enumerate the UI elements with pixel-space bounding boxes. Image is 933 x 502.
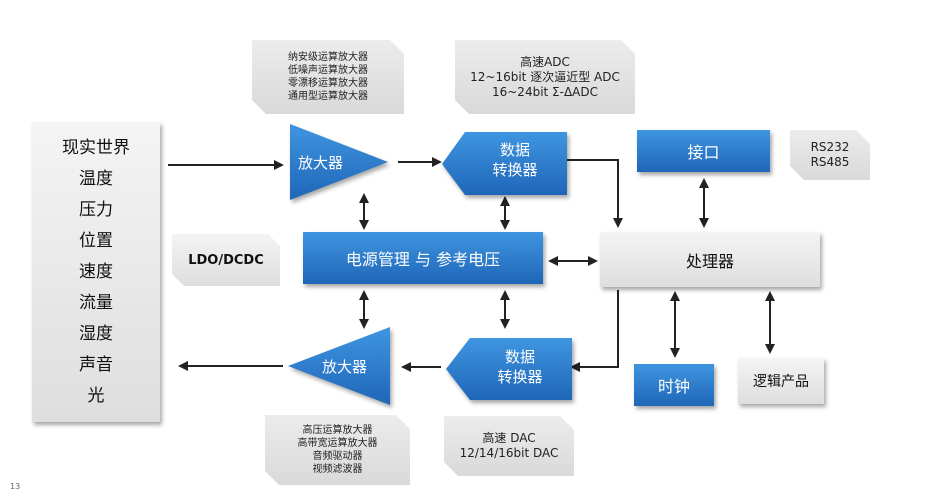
note-line: 高速 DAC bbox=[482, 431, 536, 445]
amp-bottom-note: 高压运算放大器 高带宽运算放大器 音频驱动器 视频滤波器 bbox=[265, 415, 410, 485]
dac-label-line2: 转换器 bbox=[497, 368, 543, 386]
processor-box: 处理器 bbox=[600, 232, 820, 287]
adc-label-line1: 数据 bbox=[499, 141, 530, 159]
note-line: 16~24bit Σ-ΔADC bbox=[491, 84, 598, 99]
dac-note: 高速 DAC 12/14/16bit DAC bbox=[444, 416, 574, 476]
power-management-box: 电源管理 与 参考电压 bbox=[303, 232, 543, 284]
note-line: RS485 bbox=[810, 155, 850, 169]
note-line: 视频滤波器 bbox=[312, 464, 363, 475]
adc-shape bbox=[442, 132, 567, 195]
amp-bottom-label: 放大器 bbox=[322, 358, 368, 376]
note-line: 零漂移运算放大器 bbox=[288, 78, 368, 89]
note-line: 高速ADC bbox=[520, 54, 570, 69]
note-line: 12~16bit 逐次逼近型 ADC bbox=[470, 69, 620, 84]
logic-products-box: 逻辑产品 bbox=[738, 358, 824, 404]
real-world-box: 现实世界 温度 压力 位置 速度 流量 湿度 声音 光 bbox=[32, 122, 160, 422]
item-sound: 声音 bbox=[79, 354, 113, 375]
note-line: 12/14/16bit DAC bbox=[459, 446, 559, 460]
item-pressure: 压力 bbox=[79, 199, 113, 220]
dac-label: 数据 转换器 bbox=[470, 347, 570, 387]
adc-label-line2: 转换器 bbox=[492, 161, 538, 179]
interface-box: 接口 bbox=[637, 130, 770, 172]
item-speed: 速度 bbox=[79, 261, 113, 282]
page-number: 13 bbox=[10, 482, 21, 491]
note-line: 高压运算放大器 bbox=[302, 425, 373, 436]
ldo-dcdc-box: LDO/DCDC bbox=[172, 234, 280, 286]
dac-shape bbox=[446, 338, 572, 400]
arrow-processor-to-dac bbox=[570, 290, 619, 372]
clock-box: 时钟 bbox=[634, 364, 714, 406]
amp-top-label: 放大器 bbox=[298, 154, 344, 172]
item-light: 光 bbox=[87, 385, 105, 406]
item-temperature: 温度 bbox=[79, 168, 113, 189]
note-line: 低噪声运算放大器 bbox=[288, 65, 368, 76]
amp-top-note: 纳安级运算放大器 低噪声运算放大器 零漂移运算放大器 通用型运算放大器 bbox=[252, 40, 404, 114]
dac-label-line1: 数据 bbox=[504, 348, 535, 366]
note-line: RS232 bbox=[810, 140, 850, 154]
note-line: 纳安级运算放大器 bbox=[288, 52, 368, 63]
note-line: 音频驱动器 bbox=[312, 451, 363, 462]
note-line: 高带宽运算放大器 bbox=[297, 438, 378, 449]
arrow-adc-to-processor bbox=[567, 159, 623, 228]
adc-label: 数据 转换器 bbox=[465, 140, 565, 180]
item-humidity: 湿度 bbox=[79, 323, 113, 344]
amplifier-top-shape bbox=[290, 124, 388, 200]
item-flow: 流量 bbox=[79, 292, 113, 313]
interface-note: RS232 RS485 bbox=[790, 130, 870, 180]
real-world-title: 现实世界 bbox=[62, 137, 130, 158]
item-position: 位置 bbox=[79, 230, 113, 251]
adc-note: 高速ADC 12~16bit 逐次逼近型 ADC 16~24bit Σ-ΔADC bbox=[455, 40, 635, 114]
amplifier-bottom-shape bbox=[288, 327, 390, 405]
note-line: 通用型运算放大器 bbox=[288, 91, 368, 102]
